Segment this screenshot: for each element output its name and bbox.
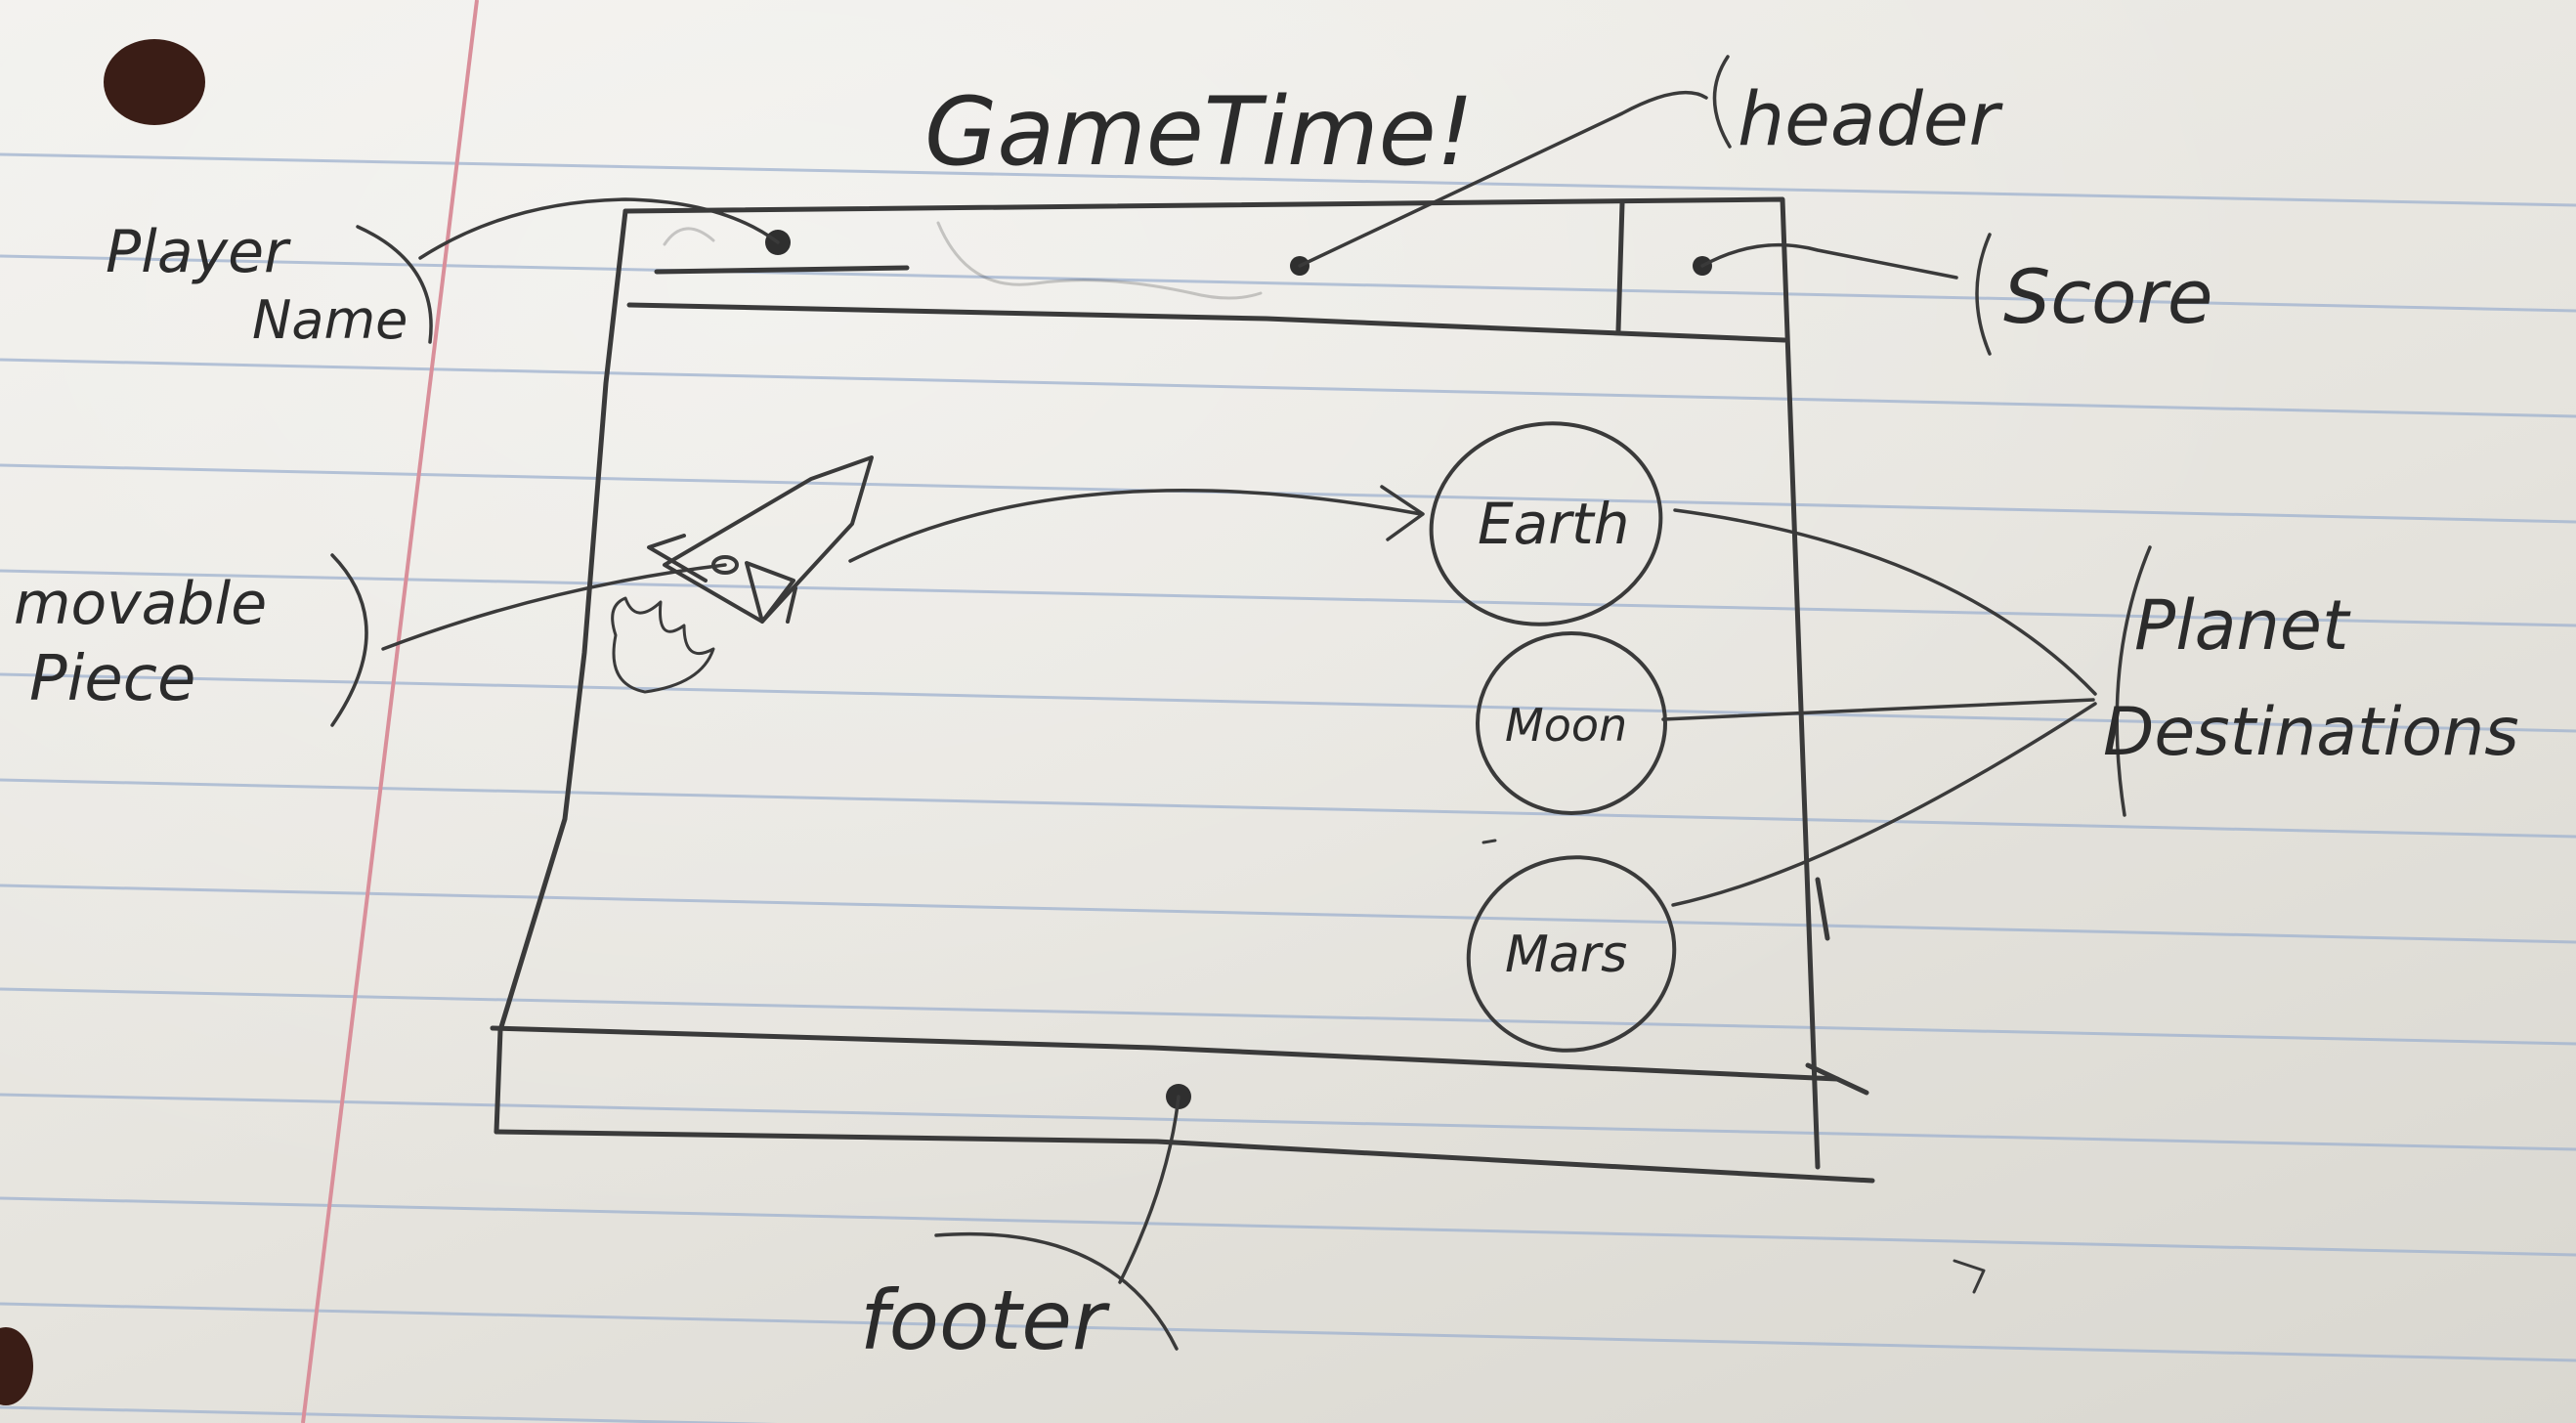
scratch-marks <box>1481 839 1986 1294</box>
connector-lines <box>330 55 2152 1351</box>
earth-circle <box>1429 421 1663 626</box>
footer-label: footer <box>860 1272 1110 1368</box>
score-label: Score <box>2003 253 2213 340</box>
mars-circle <box>1466 855 1677 1053</box>
planet-label-mars: Mars <box>1505 926 1627 984</box>
rocket-icon <box>611 455 874 694</box>
ruled-lines <box>0 152 2576 1423</box>
movable-piece-label: Piece <box>29 643 195 715</box>
game-frame <box>490 196 1875 1184</box>
binder-hole <box>0 1327 33 1405</box>
header-title: GameTime! <box>924 77 1474 187</box>
planet-destinations-label: Planet <box>2134 585 2351 666</box>
header-label: header <box>1738 75 2003 162</box>
player-name-label: Name <box>252 289 408 351</box>
movable-piece-label: movable <box>14 570 267 638</box>
planet-label-moon: Moon <box>1505 699 1627 752</box>
player-name-label: Player <box>106 218 291 286</box>
margin-line <box>301 0 479 1423</box>
planet-label-earth: Earth <box>1478 491 1630 557</box>
moon-circle <box>1476 631 1667 815</box>
planet-destinations-label: Destinations <box>2103 694 2519 771</box>
planet-circles <box>1429 421 1677 1053</box>
binder-hole <box>104 39 205 125</box>
header-ghost-text <box>663 221 1263 300</box>
